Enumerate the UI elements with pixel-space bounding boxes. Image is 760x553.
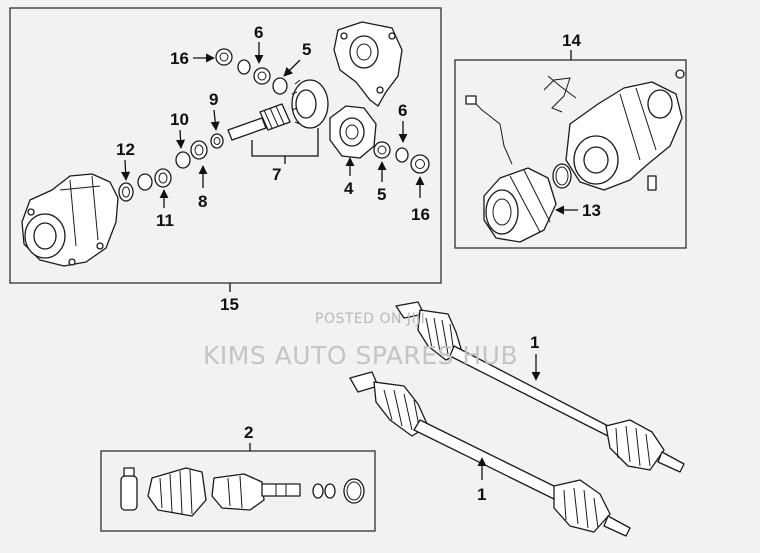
callout-5-lower: 5	[377, 185, 386, 204]
bearing-5-upper	[253, 67, 271, 85]
differential-cover	[333, 21, 403, 107]
actuator-13	[483, 167, 557, 243]
watermark-posted: POSTED ON JIJI	[315, 311, 425, 327]
ring-gear-7	[291, 79, 329, 129]
callout-1-upper: 1	[530, 333, 539, 352]
callout-15: 15	[220, 295, 239, 314]
callout-9: 9	[209, 90, 218, 109]
callout-8: 8	[198, 192, 207, 211]
box-15-frame	[9, 7, 442, 284]
callout-2: 2	[244, 423, 253, 442]
differential-case-4	[329, 105, 377, 159]
box-2-frame	[100, 450, 376, 532]
callout-6-lower: 6	[398, 101, 407, 120]
bearing-11	[137, 173, 153, 191]
spacer-8	[175, 151, 191, 169]
washer-9	[210, 133, 224, 149]
callout-1-lower: 1	[477, 485, 486, 504]
watermark-shop: KIMS AUTO SPARES HUB	[203, 341, 518, 370]
seal-16-lower	[410, 154, 430, 174]
callout-4: 4	[344, 179, 354, 198]
callout-13: 13	[582, 201, 601, 220]
wiring-harness	[465, 75, 577, 165]
seal-16-upper	[215, 48, 233, 66]
seal-12	[118, 182, 134, 202]
pinion-shaft-7	[227, 103, 291, 141]
callout-16-upper: 16	[170, 49, 189, 68]
shim-6-lower	[395, 147, 409, 163]
bearing-5-lower	[373, 141, 391, 159]
shim-6-upper	[237, 59, 251, 75]
callout-14: 14	[562, 31, 581, 50]
callout-10: 10	[170, 110, 189, 129]
drive-shaft-upper	[395, 301, 685, 473]
boot-kit-2	[120, 467, 365, 517]
callout-5-upper: 5	[302, 40, 311, 59]
callout-11: 11	[156, 211, 174, 230]
callout-16-lower: 16	[411, 205, 430, 224]
differential-housing-left	[21, 173, 119, 267]
differential-assembly	[565, 69, 685, 191]
callout-12: 12	[116, 140, 135, 159]
callout-7: 7	[272, 165, 281, 184]
drive-shaft-lower	[349, 371, 631, 537]
callout-6-upper: 6	[254, 23, 263, 42]
